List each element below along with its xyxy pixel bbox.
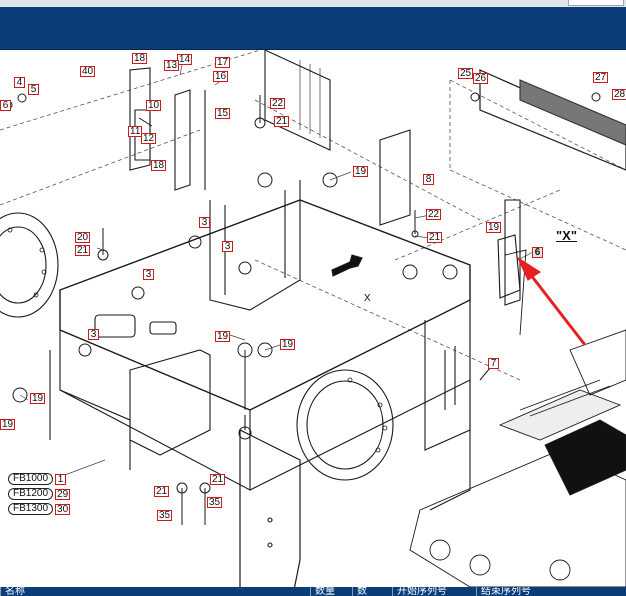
model-fb1300-ref: 30	[55, 503, 71, 515]
callout-28[interactable]: 28	[612, 89, 626, 100]
callout-17[interactable]: 17	[215, 57, 231, 68]
callout-14[interactable]: 14	[177, 54, 193, 65]
callout-18-top[interactable]: 18	[132, 53, 148, 64]
model-fb1200-name: FB1200	[8, 488, 54, 500]
callout-15[interactable]: 15	[215, 108, 231, 119]
callout-7[interactable]: 7	[488, 358, 499, 369]
callout-19-e[interactable]: 19	[30, 393, 46, 404]
callout-10[interactable]: 10	[146, 100, 162, 111]
callout-35-b[interactable]: 35	[157, 510, 173, 521]
callout-35-a[interactable]: 35	[207, 497, 223, 508]
callout-19-a[interactable]: 19	[353, 166, 369, 177]
callout-21-top[interactable]: 21	[274, 116, 290, 127]
callout-19-f[interactable]: 19	[0, 419, 16, 430]
parts-table-header: 名称 数量 数 开始序列号 结束序列号	[0, 587, 626, 596]
callout-5[interactable]: 5	[28, 84, 39, 95]
search-box[interactable]	[568, 0, 624, 6]
column-start-serial[interactable]: 开始序列号	[392, 587, 476, 596]
callout-19-c[interactable]: 19	[215, 331, 231, 342]
machine-frame-drawing	[0, 50, 626, 587]
callout-25[interactable]: 25	[458, 68, 474, 79]
callout-22-top[interactable]: 22	[270, 98, 286, 109]
callout-26[interactable]: 26	[473, 73, 489, 84]
model-fb1200-ref: 29	[55, 488, 71, 500]
callout-6-main[interactable]: 6	[532, 247, 543, 258]
callout-21-left[interactable]: 21	[75, 245, 91, 256]
model-fb1000[interactable]: FB1000 1	[8, 473, 67, 485]
callout-27[interactable]: 27	[593, 72, 609, 83]
model-fb1300[interactable]: FB1300 30	[8, 503, 71, 515]
callout-22-mid[interactable]: 22	[426, 209, 442, 220]
column-end-serial[interactable]: 结束序列号	[476, 587, 626, 596]
callout-21-low2[interactable]: 21	[154, 486, 170, 497]
callout-16[interactable]: 16	[213, 71, 229, 82]
callout-19-d[interactable]: 19	[280, 339, 296, 350]
callout-3-a[interactable]: 3	[199, 217, 210, 228]
model-fb1000-name: FB1000	[8, 473, 54, 485]
callout-12[interactable]: 12	[141, 133, 157, 144]
callout-3-b[interactable]: 3	[222, 241, 233, 252]
column-quantity-2[interactable]: 数	[352, 587, 392, 596]
exploded-view-diagram[interactable]: "X" X 18 14 13 17 40 16 4 5 6 22 10 15 2…	[0, 50, 626, 587]
callout-13[interactable]: 13	[164, 60, 180, 71]
callout-11[interactable]: 11	[128, 126, 143, 137]
model-fb1000-ref: 1	[55, 473, 67, 485]
callout-18-mid[interactable]: 18	[151, 160, 167, 171]
callout-3-c[interactable]: 3	[143, 269, 154, 280]
column-quantity[interactable]: 数量	[310, 587, 352, 596]
callout-21-low[interactable]: 21	[210, 474, 226, 485]
callout-20[interactable]: 20	[75, 232, 91, 243]
callout-4[interactable]: 4	[14, 77, 25, 88]
model-fb1200[interactable]: FB1200 29	[8, 488, 71, 500]
view-x-label: "X"	[556, 228, 577, 243]
callout-6-left[interactable]: 6	[0, 100, 11, 111]
model-fb1300-name: FB1300	[8, 503, 54, 515]
header-band	[0, 7, 626, 50]
column-name[interactable]: 名称	[0, 587, 310, 596]
direction-x-label: X	[364, 293, 371, 304]
callout-19-b[interactable]: 19	[486, 222, 502, 233]
window-top-strip	[0, 0, 626, 7]
callout-40[interactable]: 40	[80, 66, 96, 77]
callout-3-d[interactable]: 3	[88, 329, 99, 340]
callout-21-mid[interactable]: 21	[427, 232, 443, 243]
callout-8[interactable]: 8	[423, 174, 434, 185]
